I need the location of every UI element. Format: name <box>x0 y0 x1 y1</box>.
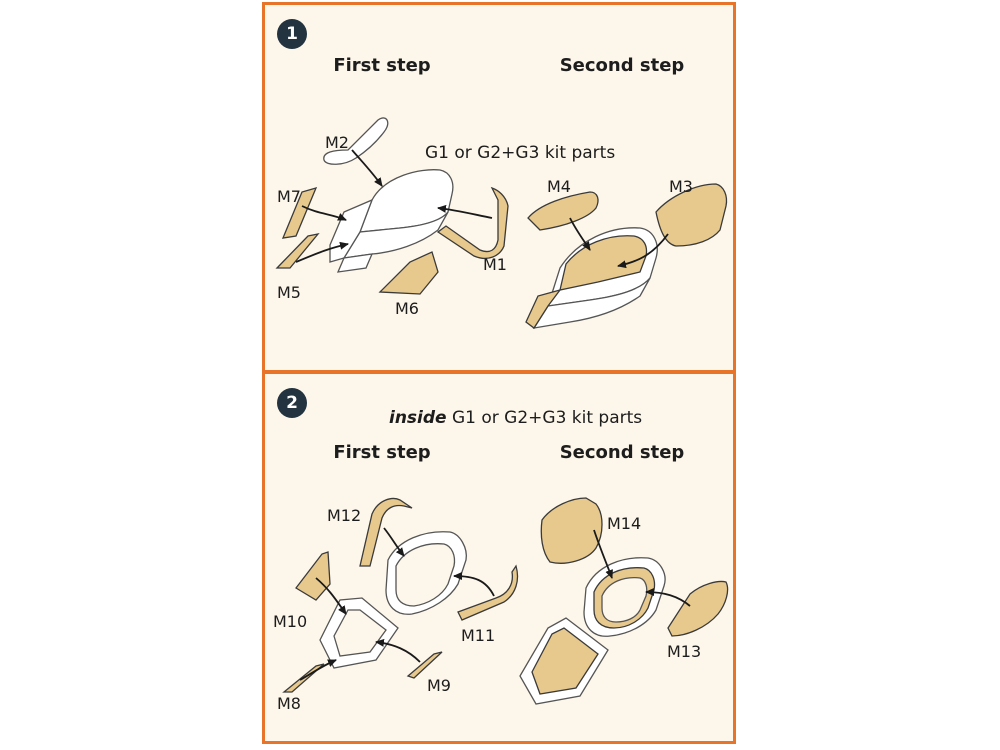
inside-kit-parts-note: inside G1 or G2+G3 kit parts <box>389 408 642 428</box>
label-m13: M13 <box>667 642 702 661</box>
label-m4: M4 <box>547 177 571 196</box>
inside-emphasis: inside <box>389 408 447 428</box>
label-m10: M10 <box>273 612 308 631</box>
first-step-heading: First step <box>333 442 431 463</box>
second-step-heading: Second step <box>559 442 685 463</box>
label-m12: M12 <box>327 506 362 525</box>
step-panel-2: 2 inside G1 or G2+G3 kit parts First ste… <box>262 371 736 744</box>
label-m5: M5 <box>277 283 301 302</box>
second-step-heading: Second step <box>559 55 685 76</box>
label-m7: M7 <box>277 187 301 206</box>
first-step-heading: First step <box>333 55 431 76</box>
label-m9: M9 <box>427 676 451 695</box>
label-m8: M8 <box>277 694 301 713</box>
step-number-badge: 1 <box>277 19 307 49</box>
label-m1: M1 <box>483 255 507 274</box>
label-m3: M3 <box>669 177 693 196</box>
step-number-badge: 2 <box>277 388 307 418</box>
step-panel-1: 1 First step Second step G1 or G2+G3 kit… <box>262 2 736 373</box>
label-m14: M14 <box>607 514 642 533</box>
inside-note-rest: G1 or G2+G3 kit parts <box>446 408 643 428</box>
label-m2: M2 <box>325 133 349 152</box>
label-m6: M6 <box>395 299 419 318</box>
label-m11: M11 <box>461 626 496 645</box>
kit-parts-note: G1 or G2+G3 kit parts <box>425 143 616 163</box>
